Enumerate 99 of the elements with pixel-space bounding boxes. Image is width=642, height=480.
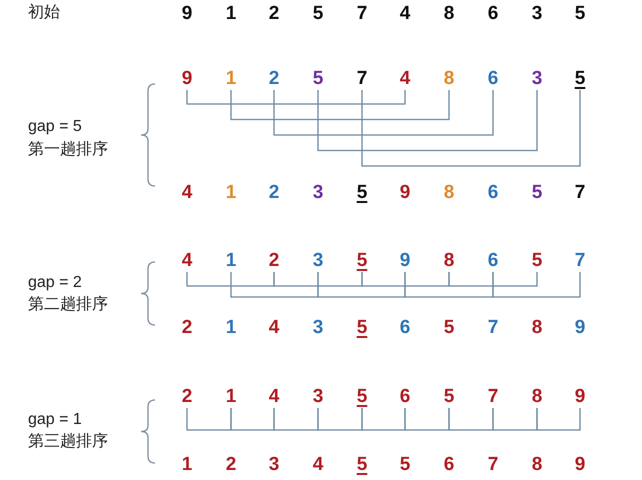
array-number: 9 (568, 314, 592, 340)
array-number: 1 (219, 65, 243, 91)
array-number: 6 (393, 383, 417, 409)
array-number: 5 (350, 451, 374, 477)
bracket-line (448, 272, 538, 287)
bracket-line (361, 90, 581, 167)
bracket-line (317, 272, 406, 298)
bracket-line (448, 408, 494, 431)
array-number: 3 (525, 65, 549, 91)
array-number: 2 (262, 179, 286, 205)
bracket-line (186, 90, 406, 105)
array-number: 1 (219, 0, 243, 26)
array-number: 3 (525, 0, 549, 26)
array-number: 2 (219, 451, 243, 477)
array-number: 3 (262, 451, 286, 477)
array-number: 4 (393, 65, 417, 91)
array-number: 2 (262, 247, 286, 273)
row-label: gap = 5 (28, 119, 82, 135)
bracket-line (492, 408, 538, 431)
array-number: 4 (175, 247, 199, 273)
bracket-line (273, 272, 363, 287)
array-number: 5 (350, 247, 374, 273)
array-number: 4 (262, 314, 286, 340)
array-number: 4 (175, 179, 199, 205)
array-number: 8 (437, 0, 461, 26)
array-number: 2 (262, 0, 286, 26)
array-number: 5 (350, 314, 374, 340)
array-number: 9 (568, 383, 592, 409)
array-number: 1 (175, 451, 199, 477)
array-number: 7 (568, 179, 592, 205)
bracket-line (186, 272, 275, 287)
array-number: 3 (306, 179, 330, 205)
array-number: 2 (262, 65, 286, 91)
bracket-line (492, 272, 581, 298)
array-number: 1 (219, 314, 243, 340)
array-number: 7 (481, 314, 505, 340)
array-number: 5 (568, 0, 592, 26)
array-number: 5 (568, 65, 592, 91)
array-number: 6 (393, 314, 417, 340)
array-number: 8 (525, 383, 549, 409)
array-number: 3 (306, 383, 330, 409)
bracket-line (361, 272, 450, 287)
array-number: 6 (481, 0, 505, 26)
array-number: 5 (306, 0, 330, 26)
bracket-line (317, 90, 538, 152)
array-number: 5 (350, 179, 374, 205)
array-number: 9 (175, 65, 199, 91)
array-number: 1 (219, 179, 243, 205)
array-number: 4 (306, 451, 330, 477)
array-number: 8 (437, 179, 461, 205)
row-label: gap = 2 (28, 275, 82, 291)
array-number: 8 (525, 314, 549, 340)
array-number: 9 (568, 451, 592, 477)
array-number: 5 (437, 314, 461, 340)
bracket-line (536, 408, 581, 431)
row-label: 初始 (28, 5, 60, 21)
array-number: 9 (393, 247, 417, 273)
row-label: gap = 1 (28, 412, 82, 428)
array-number: 6 (437, 451, 461, 477)
bracket-line (186, 408, 232, 431)
array-number: 7 (350, 65, 374, 91)
array-number: 5 (350, 383, 374, 409)
array-number: 9 (175, 0, 199, 26)
row-label: 第三趟排序 (28, 434, 108, 450)
array-number: 5 (437, 383, 461, 409)
array-number: 5 (525, 179, 549, 205)
array-number: 6 (481, 65, 505, 91)
array-number: 7 (568, 247, 592, 273)
array-number: 8 (437, 247, 461, 273)
array-number: 6 (481, 247, 505, 273)
bracket-line (273, 90, 494, 136)
array-number: 5 (306, 65, 330, 91)
array-number: 7 (481, 451, 505, 477)
row-label: 第二趟排序 (28, 297, 108, 313)
array-number: 4 (262, 383, 286, 409)
bracket-line (361, 408, 406, 431)
array-number: 4 (393, 0, 417, 26)
array-number: 5 (393, 451, 417, 477)
array-number: 7 (481, 383, 505, 409)
array-number: 7 (350, 0, 374, 26)
bracket-line (230, 272, 319, 298)
bracket-line (230, 408, 275, 431)
bracket-line (273, 408, 319, 431)
array-number: 6 (481, 179, 505, 205)
array-number: 1 (219, 247, 243, 273)
array-number: 2 (175, 314, 199, 340)
row-label: 第一趟排序 (28, 142, 108, 158)
array-number: 3 (306, 314, 330, 340)
array-number: 3 (306, 247, 330, 273)
bracket-line (317, 408, 363, 431)
bracket-line (404, 272, 494, 298)
array-number: 8 (525, 451, 549, 477)
array-number: 1 (219, 383, 243, 409)
bracket-line (404, 408, 450, 431)
array-number: 5 (525, 247, 549, 273)
array-number: 8 (437, 65, 461, 91)
array-number: 9 (393, 179, 417, 205)
array-number: 2 (175, 383, 199, 409)
bracket-line (230, 90, 450, 120)
